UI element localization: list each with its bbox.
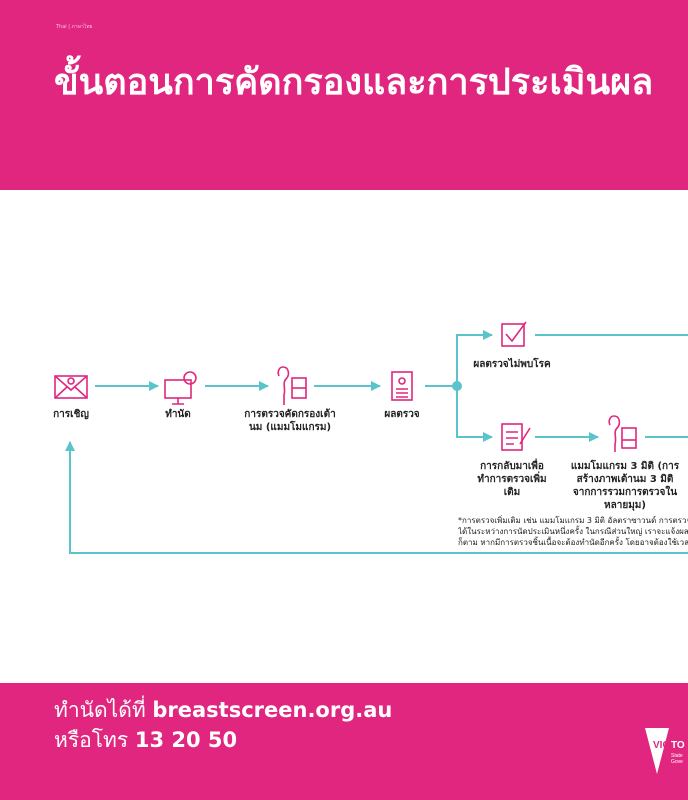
result-document-icon [391,371,413,401]
computer-phone-icon [164,371,197,405]
victoria-government-logo: VIC TO State Gove [645,728,685,774]
flow-diagram [54,321,688,554]
branch-top [456,330,493,386]
phone-line: หรือโทร 13 20 50 [54,725,237,755]
footnote: *การตรวจเพิ่มเติม เช่น แมมโมแกรม 3 มิติ … [458,515,688,548]
page-title: ขั้นตอนการคัดกรองและการประเมินผล [54,62,654,103]
mammogram-icon [277,366,307,405]
phone-number[interactable]: 13 20 50 [134,728,238,752]
envelope-email-icon [54,375,88,399]
svg-text:State: State [671,753,683,759]
step-result-label: ผลตรวจ [384,409,420,420]
svg-text:Gove: Gove [671,759,683,765]
footnote-line: ก็ตาม หากมีการตรวจชิ้นเนื้อจะต้องทำนัดอี… [458,538,688,547]
branch-dot [452,381,462,391]
header-banner: Thai | ภาษาไทย ขั้นตอนการคัดกรองและการปร… [0,0,688,190]
step-booking-label: ทำนัด [165,409,191,420]
branch-clear-label: ผลตรวจไม่พบโรค [473,359,551,370]
branch-3d-label: แมมโมแกรม 3 มิติ (การสร้างภาพเต้านม 3 มิ… [570,461,680,511]
footnote-line: *การตรวจเพิ่มเติม เช่น แมมโมแกรม 3 มิติ … [458,516,688,525]
footnote-line: ได้ในระหว่างการนัดประเมินหนึ่งครั้ง ในกร… [458,527,688,536]
mammogram-3d-icon [608,415,637,452]
svg-text:VIC: VIC [653,740,670,751]
checkbox-icon [501,321,527,347]
booking-prefix: ทำนัดได้ที่ [54,698,146,722]
language-label: Thai | ภาษาไทย [56,24,93,30]
website-link[interactable]: breastscreen.org.au [152,698,393,722]
footer-banner: ทำนัดได้ที่ breastscreen.org.au หรือโทร … [0,683,688,800]
return-arrow [65,441,688,554]
step-screening-label: การตรวจคัดกรองเต้านม (แมมโมแกรม) [244,409,336,433]
clipboard-icon [501,423,531,451]
step-invitation-label: การเชิญ [53,409,89,420]
phone-prefix: หรือโทร [54,728,129,752]
svg-text:TO: TO [671,740,685,751]
booking-line: ทำนัดได้ที่ breastscreen.org.au [54,695,392,725]
branch-bottom [456,386,493,442]
branch-recall-label: การกลับมาเพื่อทำการตรวจเพิ่มเติม [477,461,547,498]
